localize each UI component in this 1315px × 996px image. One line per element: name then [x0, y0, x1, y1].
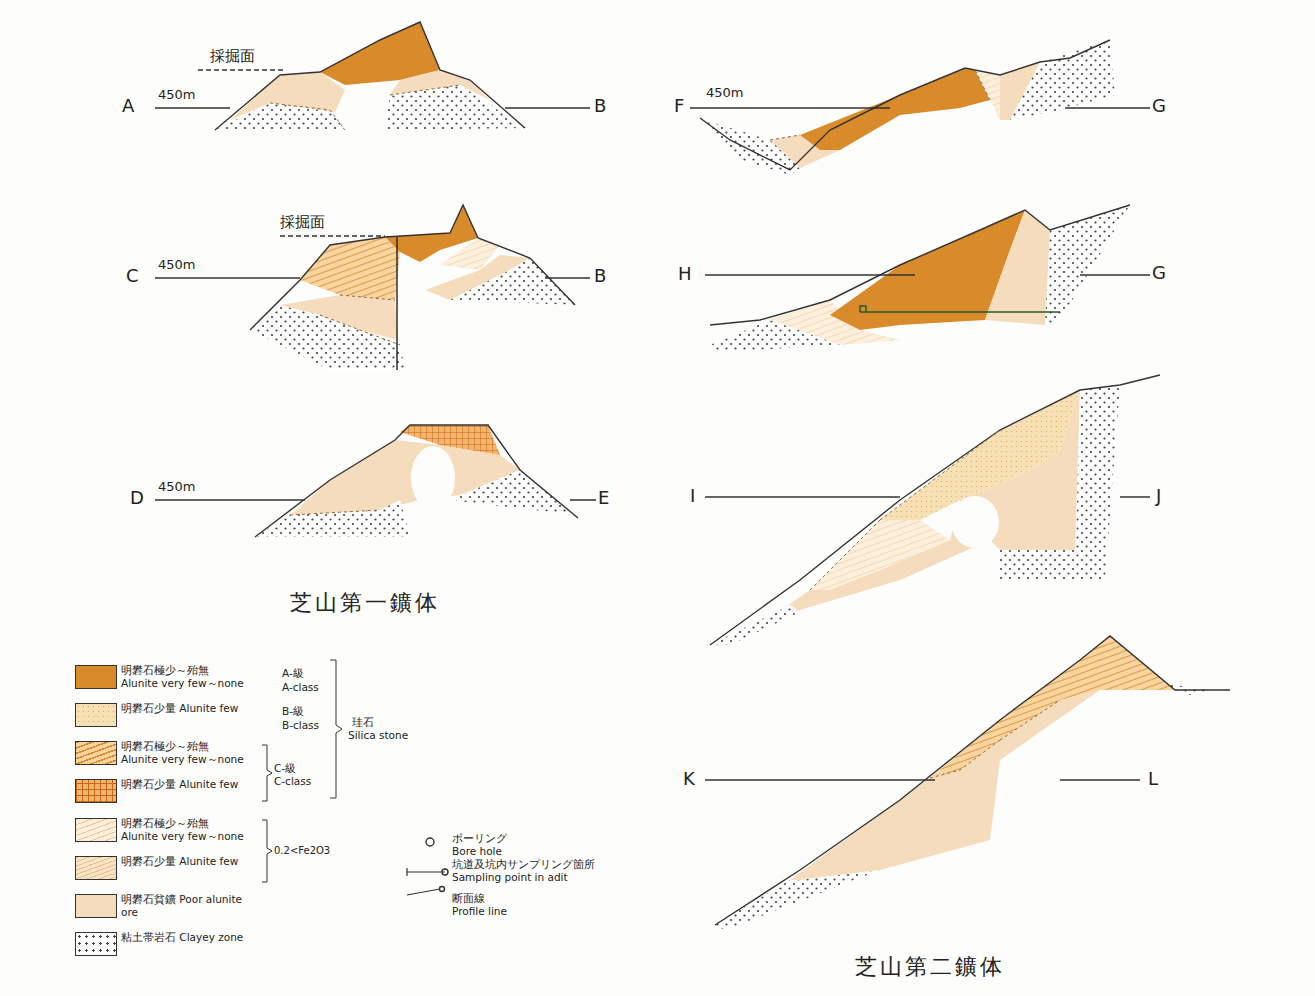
- section-label: Bore hole: [452, 845, 502, 857]
- section-label: L: [1148, 769, 1158, 790]
- section-label: 450m: [158, 480, 195, 495]
- legend-swatch: [75, 703, 117, 727]
- section-label: 450m: [706, 86, 743, 101]
- legend-text: 明礬石少量 Alunite few: [121, 702, 249, 715]
- legend-text: 明礬石少量 Alunite few: [121, 778, 249, 791]
- legend-text: 粘土帯岩石 Clayey zone: [121, 931, 249, 944]
- section-label: 採掘面: [210, 48, 255, 65]
- section-label: D: [130, 488, 144, 509]
- section-label: C-級: [274, 762, 296, 774]
- section-title: 芝山第二鑛体: [855, 954, 1005, 979]
- legend-swatch: [75, 818, 117, 842]
- section-label: B: [594, 96, 606, 117]
- section-label: 珪石: [352, 716, 374, 728]
- legend-swatch: [75, 779, 117, 803]
- section-label: 断面線: [452, 892, 485, 904]
- section-label: C: [126, 266, 139, 287]
- legend-swatch: [75, 894, 117, 918]
- section-label: 0.2<Fe2O3: [274, 845, 330, 857]
- section-label: Silica stone: [348, 729, 408, 741]
- section-label: 坑道及坑内サンプリング箇所: [452, 858, 595, 870]
- section-label: B: [594, 266, 606, 287]
- section-label: Profile line: [452, 905, 507, 917]
- section-label: E: [598, 488, 609, 509]
- section-label: B-class: [282, 719, 319, 731]
- section-label: G: [1152, 263, 1166, 284]
- legend-swatch: [75, 856, 117, 880]
- legend-text: 明礬石少量 Alunite few: [121, 855, 249, 868]
- section-label: G: [1152, 96, 1166, 117]
- legend-swatch: [75, 665, 117, 689]
- legend-text: 明礬石極少～殆無 Alunite very few～none: [121, 664, 249, 690]
- section-label: Sampling point in adit: [452, 871, 568, 883]
- section-label: 450m: [158, 258, 195, 273]
- section-label: A-class: [282, 681, 319, 693]
- legend-text: 明礬石貧鑛 Poor alunite ore: [121, 893, 249, 919]
- section-label: ボーリング: [452, 832, 507, 844]
- legend-swatch: [75, 741, 117, 765]
- section-label: 採掘面: [280, 214, 325, 231]
- section-label: K: [683, 769, 695, 790]
- legend-text: 明礬石極少～殆無 Alunite very few～none: [121, 817, 249, 843]
- section-label: H: [678, 264, 692, 285]
- section-label: B-級: [282, 705, 304, 717]
- section-label: C-class: [274, 775, 311, 787]
- section-label: 450m: [158, 88, 195, 103]
- section-label: J: [1156, 486, 1161, 507]
- section-label: A-級: [282, 667, 304, 679]
- legend-swatch: [75, 932, 117, 956]
- section-title: 芝山第一鑛体: [290, 590, 440, 615]
- section-label: F: [674, 96, 684, 117]
- legend-text: 明礬石極少～殆無 Alunite very few～none: [121, 740, 249, 766]
- section-label: I: [690, 486, 695, 507]
- section-label: A: [122, 96, 134, 117]
